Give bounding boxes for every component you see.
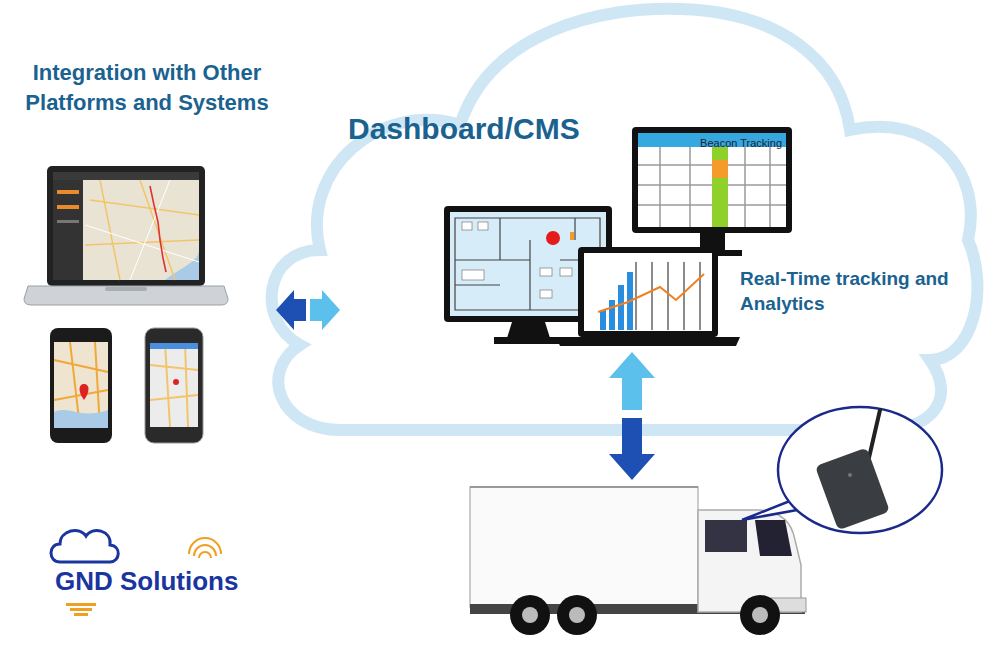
node-text: Dashboard/CMS bbox=[348, 111, 580, 147]
device-group: Integration with Other Platforms and Sys… bbox=[18, 58, 276, 450]
connector-arrow bbox=[276, 290, 340, 330]
brand-name: GND Solutions bbox=[55, 566, 238, 596]
beacon-monitor bbox=[632, 127, 792, 256]
arrow-shape bbox=[310, 290, 340, 330]
screen-node: Beacon Tracking bbox=[638, 133, 786, 227]
phone-icon bbox=[50, 328, 112, 443]
truck-illustration bbox=[470, 487, 806, 635]
cloud-node: Dashboard/CMS Beacon Tracking bbox=[340, 5, 980, 433]
node-text: Integration with Other Platforms and Sys… bbox=[22, 58, 272, 118]
cloud-outline bbox=[272, 9, 978, 430]
laptop-icon bbox=[24, 166, 228, 305]
uplink-arrows bbox=[609, 352, 655, 480]
analytics-laptop bbox=[556, 247, 740, 346]
tracker-callout bbox=[742, 407, 942, 533]
phone-icon bbox=[145, 328, 203, 443]
node-text: Beacon Tracking bbox=[700, 136, 782, 150]
feature-label: Real-Time tracking and Analytics bbox=[740, 266, 970, 316]
arrow-shape bbox=[276, 290, 306, 330]
